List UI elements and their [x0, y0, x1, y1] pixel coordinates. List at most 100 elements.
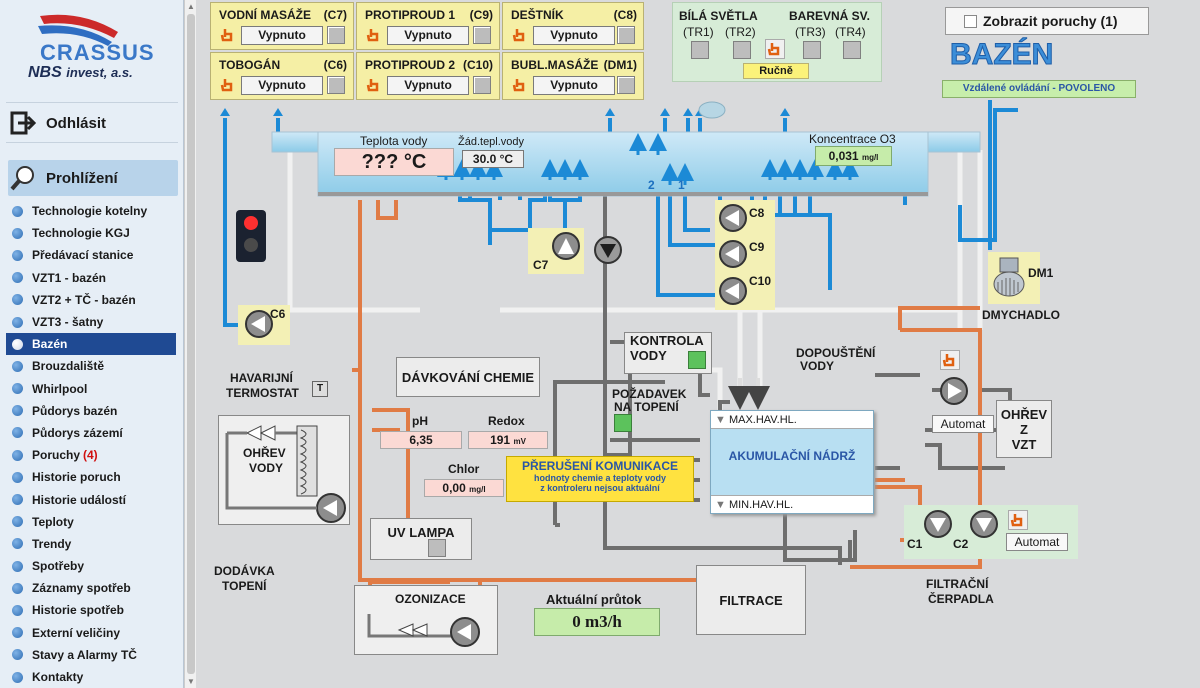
vzt-hand-icon[interactable] [940, 350, 960, 370]
filter-pump-c1-icon[interactable] [924, 510, 952, 538]
device-state-value[interactable]: Vypnuto [387, 76, 469, 95]
browse-label: Prohlížení [46, 169, 118, 187]
sidebar-item[interactable]: Brouzdaliště [6, 355, 176, 377]
pump-c10-icon[interactable] [719, 277, 747, 305]
lights-hand-icon[interactable] [765, 39, 785, 59]
sidebar-item[interactable]: Trendy [6, 533, 176, 555]
filter-pump-c2-icon[interactable] [970, 510, 998, 538]
accumulation-tank[interactable]: ▼ MAX.HAV.HL. AKUMULAČNÍ NÁDRŽ ▼ MIN.HAV… [710, 410, 874, 514]
device-toggle[interactable] [473, 76, 491, 94]
tr2-toggle[interactable] [733, 41, 751, 59]
device-toggle[interactable] [617, 26, 635, 44]
scrollbar-thumb[interactable] [187, 14, 195, 674]
filter-auto-button[interactable]: Automat [1006, 533, 1068, 551]
communication-warning-line2: z kontroleru nejsou aktuální [540, 483, 660, 493]
sidebar-item-label: Poruchy [32, 448, 81, 463]
device-toggle[interactable] [327, 26, 345, 44]
sidebar-item[interactable]: Historie událostí [6, 488, 176, 510]
sidebar-item[interactable]: VZT2 + TČ - bazén [6, 289, 176, 311]
inlet-1-mark: 1 [678, 178, 685, 192]
pump-c6-icon[interactable] [245, 310, 273, 338]
device-toggle[interactable] [327, 76, 345, 94]
tr4-label: (TR4) [835, 25, 866, 39]
vzt-heating-box[interactable]: OHŘEV Z VZT [996, 400, 1052, 458]
sidebar-item[interactable]: VZT1 - bazén [6, 267, 176, 289]
vzt-auto-button[interactable]: Automat [932, 415, 994, 433]
sidebar-item-label: Historie spotřeb [32, 603, 125, 618]
tr4-toggle[interactable] [843, 41, 861, 59]
filtration-box[interactable]: FILTRACE [696, 565, 806, 635]
bullet-icon [12, 560, 23, 572]
tr1-toggle[interactable] [691, 41, 709, 59]
device-toggle[interactable] [617, 76, 635, 94]
tank-min-level: ▼ MIN.HAV.HL. [711, 495, 873, 513]
blower-icon[interactable] [992, 256, 1026, 300]
tr2-label: (TR2) [725, 25, 756, 39]
sidebar-item[interactable]: Spotřeby [6, 555, 176, 577]
sidebar-item-label: Trendy [32, 536, 72, 551]
browse-button[interactable]: Prohlížení [8, 160, 178, 196]
manual-hand-icon[interactable] [219, 26, 237, 49]
sidebar-item[interactable]: Technologie kotelny [6, 200, 176, 222]
manual-hand-icon[interactable] [365, 76, 383, 99]
filter-pump-c2-label: C2 [953, 537, 969, 551]
main-pump-icon[interactable] [594, 236, 622, 264]
sidebar-item[interactable]: Půdorys zázemí [6, 422, 176, 444]
uv-lamp-indicator [428, 539, 446, 557]
pump-c8-icon[interactable] [719, 204, 747, 232]
sidebar-item-label: VZT3 - šatny [32, 315, 104, 330]
manual-hand-icon[interactable] [511, 26, 529, 49]
setpoint-value[interactable]: 30.0 °C [462, 150, 524, 168]
chlorine-unit: mg/l [469, 485, 486, 494]
pump-c8-label: C8 [749, 206, 765, 220]
sidebar-item[interactable]: Půdorys bazén [6, 400, 176, 422]
pump-c9-icon[interactable] [719, 240, 747, 268]
show-faults-checkbox[interactable] [964, 14, 977, 28]
tank-name: AKUMULAČNÍ NÁDRŽ [728, 449, 856, 463]
sidebar-item[interactable]: Předávací stanice [6, 244, 176, 266]
show-faults-button[interactable]: Zobrazit poruchy (1) [945, 7, 1149, 35]
tr3-toggle[interactable] [803, 41, 821, 59]
sidebar-item[interactable]: Teploty [6, 511, 176, 533]
manual-hand-icon[interactable] [365, 26, 383, 49]
chemical-dosing-box[interactable]: DÁVKOVÁNÍ CHEMIE [396, 357, 540, 397]
blower-label: DMYCHADLO [982, 308, 1060, 322]
sidebar-item[interactable]: Kontakty [6, 666, 176, 688]
manual-hand-icon[interactable] [219, 76, 237, 99]
sidebar-item[interactable]: Historie poruch [6, 466, 176, 488]
device-state-value[interactable]: Vypnuto [387, 26, 469, 45]
device-state-value[interactable]: Vypnuto [241, 26, 323, 45]
sidebar-item[interactable]: Stavy a Alarmy TČ [6, 644, 176, 666]
sidebar-item[interactable]: Bazén [6, 333, 176, 356]
bullet-icon [12, 604, 23, 616]
sidebar-scrollbar[interactable]: ▲ ▼ [184, 0, 196, 688]
bullet-icon [12, 494, 23, 506]
device-state-value[interactable]: Vypnuto [241, 76, 323, 95]
device-state-value[interactable]: Vypnuto [533, 26, 615, 45]
manual-hand-icon[interactable] [511, 76, 529, 99]
sidebar-item[interactable]: Technologie KGJ [6, 222, 176, 244]
water-control-indicator [688, 351, 706, 369]
flow-label: Aktuální průtok [546, 592, 642, 607]
uv-lamp-box[interactable]: UV LAMPA [370, 518, 472, 560]
pump-c7-icon[interactable] [552, 232, 580, 260]
filter-pump-c1-label: C1 [907, 537, 923, 551]
logout-button[interactable]: Odhlásit [8, 106, 178, 140]
filter-hand-icon[interactable] [1008, 510, 1028, 530]
device-state-value[interactable]: Vypnuto [533, 76, 615, 95]
sidebar-item[interactable]: VZT3 - šatny [6, 311, 176, 333]
sidebar-item[interactable]: Historie spotřeb [6, 599, 176, 621]
sidebar-item[interactable]: Externí veličiny [6, 622, 176, 644]
lights-mode-button[interactable]: Ručně [743, 63, 809, 79]
scroll-up-icon[interactable]: ▲ [187, 2, 195, 11]
redox-number: 191 [490, 433, 511, 447]
sidebar-item[interactable]: Záznamy spotřeb [6, 577, 176, 599]
chlorine-label: Chlor [448, 462, 480, 476]
refill-label: DOPOUŠTĚNÍ [796, 346, 876, 360]
scroll-down-icon[interactable]: ▼ [187, 677, 195, 686]
vzt-pump-icon[interactable] [940, 377, 968, 405]
device-toggle[interactable] [473, 26, 491, 44]
sidebar-item[interactable]: Poruchy(4) [6, 444, 176, 466]
sidebar-item[interactable]: Whirlpool [6, 378, 176, 400]
bullet-icon [12, 582, 23, 594]
